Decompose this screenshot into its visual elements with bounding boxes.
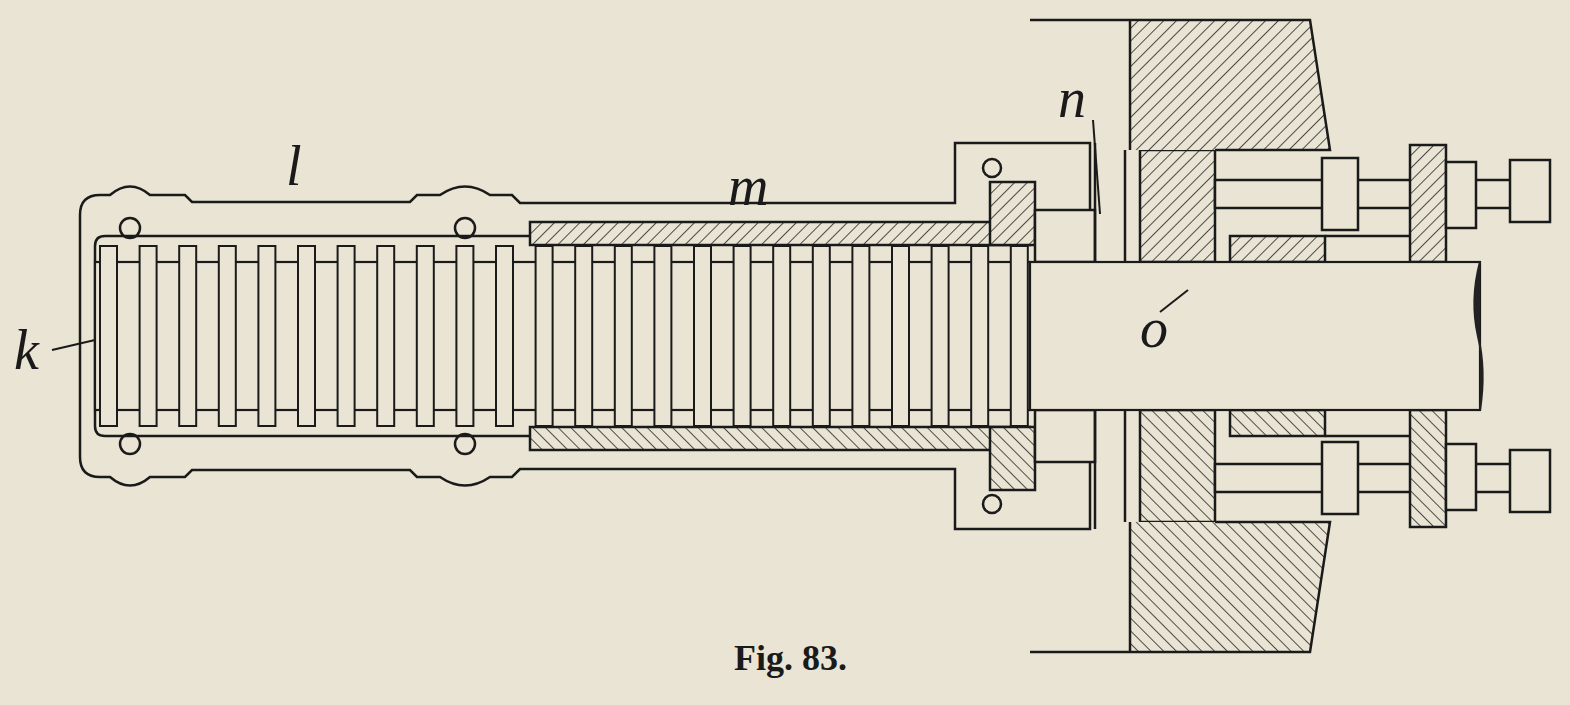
labyrinth-disc [298,246,315,426]
part-letter: m [728,158,768,214]
labyrinth-disc [338,246,355,426]
labyrinth-disc [734,246,751,426]
labyrinth-disc [773,246,790,426]
labyrinth-disc [417,246,434,426]
labyrinth-disc [852,246,869,426]
labyrinth-disc [377,246,394,426]
labyrinth-disc [971,246,988,426]
labyrinth-disc [536,246,553,426]
labyrinth-disc [932,246,949,426]
figure-caption: Fig. 83. [734,640,847,676]
labyrinth-disc [615,246,632,426]
labyrinth-disc [496,246,513,426]
labyrinth-disc [1011,246,1028,426]
labyrinth-disc [100,246,117,426]
labyrinth-disc [179,246,196,426]
labyrinth-disc [219,246,236,426]
labyrinth-disc [654,246,671,426]
labyrinth-disc [892,246,909,426]
labyrinth-disc [813,246,830,426]
labyrinth-disc [694,246,711,426]
part-letter: k [14,322,39,378]
part-letter: n [1058,70,1086,126]
part-letter: l [286,138,302,194]
labyrinth-disc [456,246,473,426]
labyrinth-disc [140,246,157,426]
labyrinth-disc [575,246,592,426]
labyrinth-disc [258,246,275,426]
part-letter: o [1140,300,1168,356]
